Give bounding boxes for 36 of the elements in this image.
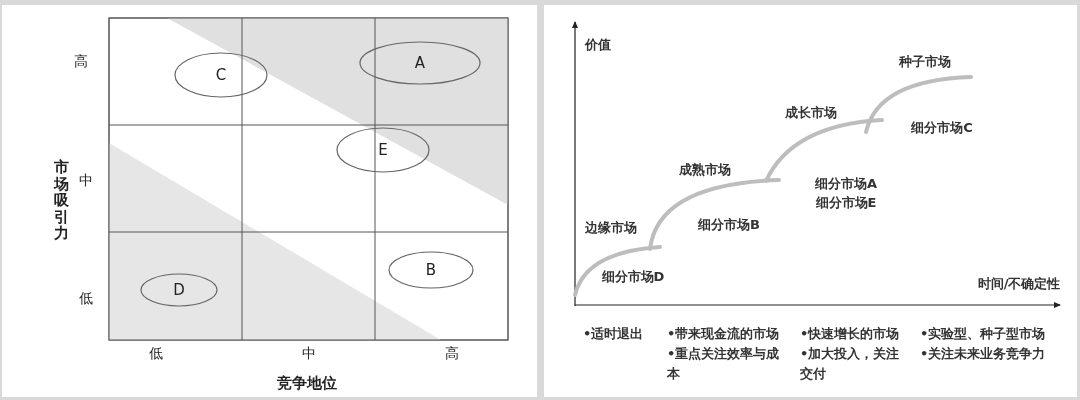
axis-tick-label: 低 [79,288,93,308]
segment-letter: B [425,259,437,281]
bullet-note: •关注未来业务竞争力 [920,345,1047,363]
axis-tick-label: 中 [79,170,93,190]
segment-letter: D [173,279,185,301]
market-label: 价值 [585,36,611,54]
market-label: 时间/不确定性 [977,275,1061,294]
segment-letter: A [414,52,426,74]
bullet-note: •快速增长的市场 [800,325,900,343]
market-label: 细分市场B [698,216,760,235]
segment-ellipse [140,273,218,307]
market-label: 边缘市场 [585,219,637,238]
bullet-note: •实验型、种子型市场 [920,325,1047,343]
market-label: 细分市场D [601,268,665,287]
bullet-note: •适时退出 [583,325,645,343]
segment-letter: E [378,139,388,161]
bullet-note: •重点关注效率与成本 [667,345,781,383]
bullet-note: •带来现金流的市场 [667,325,781,343]
axis-title: 市场吸引力 [53,158,69,242]
market-label: 细分市场E [815,194,877,213]
axis-tick-label: 高 [445,343,459,363]
segment-ellipse [336,127,430,173]
market-label: 成长市场 [785,104,837,123]
axis-tick-label: 中 [302,343,316,363]
segment-letter: C [215,64,227,86]
segment-ellipse [174,52,268,98]
market-label: 种子市场 [899,53,951,72]
axis-tick-label: 低 [149,343,163,363]
market-label: 细分市场A [814,175,878,194]
bullet-note: •加大投入，关注交付 [800,345,900,383]
market-label: 细分市场C [911,119,973,138]
market-label: 成熟市场 [679,161,731,180]
axis-title: 竞争地位 [277,372,337,394]
segment-ellipse [359,41,481,85]
axis-tick-label: 高 [74,51,88,71]
segment-ellipse [388,251,474,289]
